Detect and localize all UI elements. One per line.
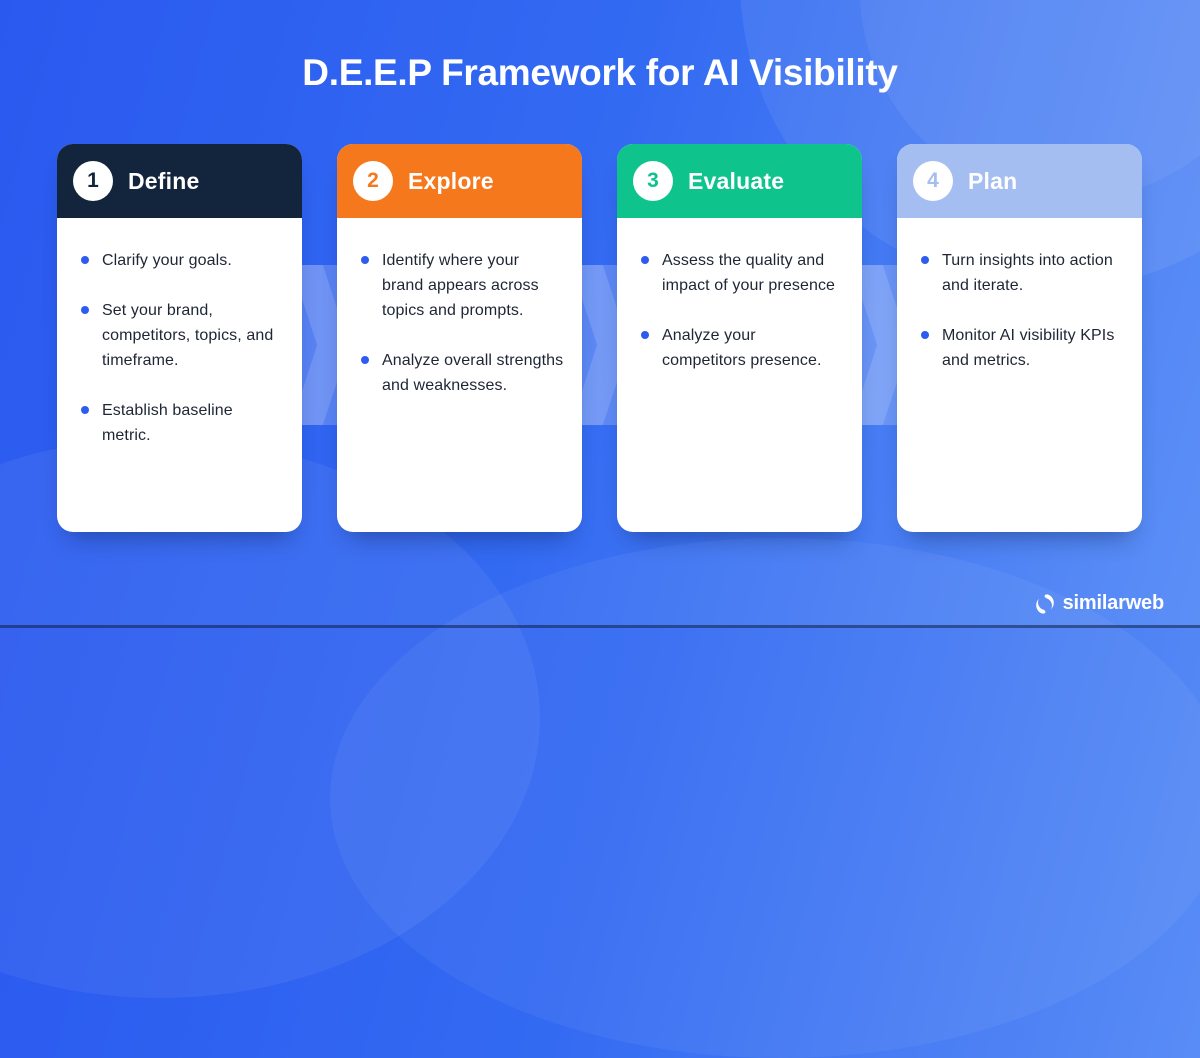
step-title: Evaluate	[688, 167, 785, 194]
step-number-badge: 4	[913, 161, 953, 201]
similarweb-icon	[1035, 593, 1054, 614]
bullet-dot-icon	[361, 256, 369, 264]
step-title: Define	[128, 167, 200, 194]
page-title: D.E.E.P Framework for AI Visibility	[302, 52, 898, 93]
bullet-dot-icon	[81, 256, 89, 264]
step-bullet-list: Identify where your brand appears across…	[337, 218, 582, 398]
step-number-badge: 3	[633, 161, 673, 201]
bullet-text: Assess the quality and impact of your pr…	[662, 252, 836, 294]
bullet-item: Clarify your goals.	[81, 248, 284, 273]
bottom-border	[0, 625, 1200, 628]
step-bullet-list: Clarify your goals. Set your brand, compe…	[57, 218, 302, 448]
similarweb-logo: similarweb	[1034, 592, 1164, 615]
bullet-text: Analyze your competitors presence.	[662, 327, 822, 369]
bullet-text: Identify where your brand appears across…	[382, 252, 539, 319]
step-title: Plan	[968, 167, 1018, 194]
step-card-header: 2 Explore	[337, 144, 582, 218]
step-bullet-list: Assess the quality and impact of your pr…	[617, 218, 862, 373]
step-card: 3 Evaluate Assess the quality and impact…	[617, 144, 862, 532]
bullet-item: Analyze your competitors presence.	[641, 323, 844, 373]
bullet-text: Set your brand, competitors, topics, and…	[102, 302, 274, 369]
bullet-item: Turn insights into action and iterate.	[921, 248, 1124, 298]
infographic-canvas: { "title": "D.E.E.P Framework for AI Vis…	[0, 0, 1200, 628]
bullet-text: Turn insights into action and iterate.	[942, 252, 1113, 294]
bullet-item: Analyze overall strengths and weaknesses…	[361, 348, 564, 398]
bullet-dot-icon	[921, 331, 929, 339]
cards-row: 1 Define Clarify your goals. Set your bra…	[57, 144, 1142, 532]
bullet-dot-icon	[921, 256, 929, 264]
step-card: 1 Define Clarify your goals. Set your bra…	[57, 144, 302, 532]
bullet-dot-icon	[641, 256, 649, 264]
bullet-item: Set your brand, competitors, topics, and…	[81, 298, 284, 373]
bullet-text: Clarify your goals.	[102, 252, 232, 269]
bullet-text: Analyze overall strengths and weaknesses…	[382, 352, 564, 394]
step-card-header: 3 Evaluate	[617, 144, 862, 218]
bullet-dot-icon	[81, 306, 89, 314]
step-title: Explore	[408, 167, 494, 194]
similarweb-logo-text: similarweb	[1062, 592, 1165, 614]
step-card-header: 1 Define	[57, 144, 302, 218]
step-card-header: 4 Plan	[897, 144, 1142, 218]
step-number-badge: 1	[73, 161, 113, 201]
bullet-item: Assess the quality and impact of your pr…	[641, 248, 844, 298]
step-bullet-list: Turn insights into action and iterate. Mo…	[897, 218, 1142, 373]
step-card: 4 Plan Turn insights into action and ite…	[897, 144, 1142, 532]
bullet-dot-icon	[641, 331, 649, 339]
bullet-text: Monitor AI visibility KPIs and metrics.	[942, 327, 1115, 369]
step-number-badge: 2	[353, 161, 393, 201]
bullet-item: Monitor AI visibility KPIs and metrics.	[921, 323, 1124, 373]
bullet-dot-icon	[81, 406, 89, 414]
step-card: 2 Explore Identify where your brand appe…	[337, 144, 582, 532]
background-wave-shape	[330, 538, 1200, 1058]
bullet-text: Establish baseline metric.	[102, 402, 233, 444]
bullet-dot-icon	[361, 356, 369, 364]
bullet-item: Establish baseline metric.	[81, 398, 284, 448]
bullet-item: Identify where your brand appears across…	[361, 248, 564, 323]
